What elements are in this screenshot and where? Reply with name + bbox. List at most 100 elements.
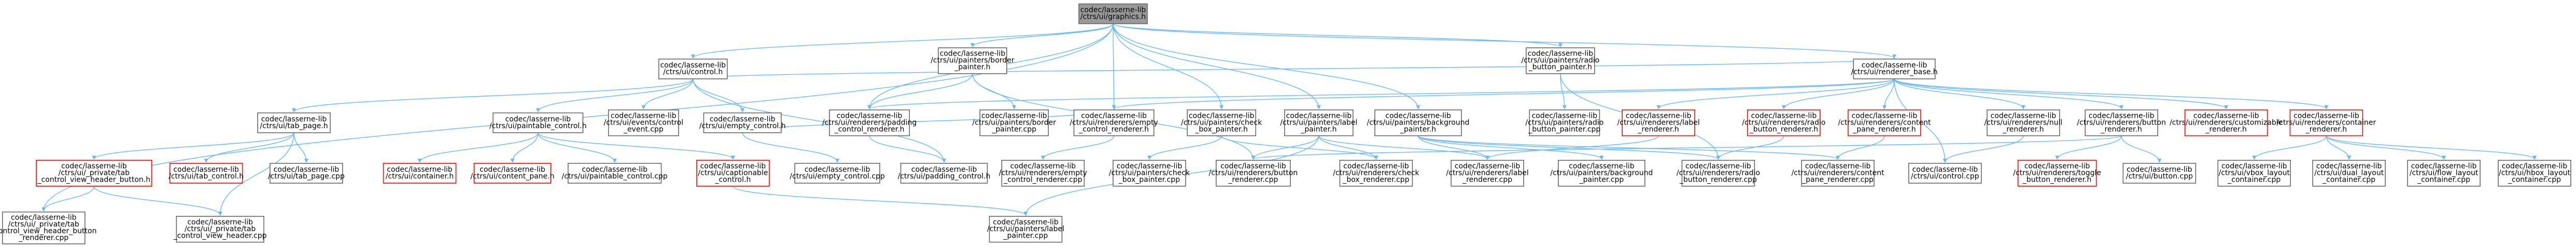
node-renderers-empty-control-renderer-cpp[interactable]: codec/lasserne-lib/ctrs/ui/renderers/emp…	[999, 160, 1087, 187]
node-label-line: /ctrs/ui/dual_layout	[2314, 169, 2384, 177]
node-label-line: _renderer.cpp	[18, 234, 68, 242]
node-label-line: codec/lasserne-lib	[61, 162, 127, 170]
node-painters-check-box-painter-h[interactable]: codec/lasserne-lib/ctrs/ui/painters/chec…	[1181, 109, 1262, 136]
node-renderers-label-renderer-cpp[interactable]: codec/lasserne-lib/ctrs/ui/renderers/lab…	[1446, 160, 1529, 187]
node-painters-background-painter-cpp[interactable]: codec/lasserne-lib/ctrs/ui/painters/back…	[1550, 160, 1653, 187]
node-renderers-content-pane-renderer-h[interactable]: codec/lasserne-lib/ctrs/ui/renderers/con…	[1838, 109, 1931, 136]
node-border-painter-h[interactable]: codec/lasserne-lib/ctrs/ui/painters/bord…	[931, 47, 1015, 74]
node-label-line: codec/lasserne-lib	[274, 166, 340, 174]
edge-root-to-painters_label_painter_h	[1113, 23, 1321, 109]
node-private-tab-control-view-header-button-renderer-cpp[interactable]: codec/lasserne-lib/ctrs/ui/_private/tab_…	[0, 211, 96, 244]
node-painters-label-painter-cpp[interactable]: codec/lasserne-lib/ctrs/ui/painters/labe…	[987, 216, 1064, 243]
node-renderers-radio-button-renderer-h[interactable]: codec/lasserne-lib/ctrs/ui/renderers/rad…	[1742, 109, 1825, 136]
node-renderers-check-box-renderer-cpp[interactable]: codec/lasserne-lib/ctrs/ui/renderers/che…	[1333, 160, 1420, 187]
node-box	[900, 162, 988, 184]
node-content-pane-h[interactable]: codec/lasserne-lib/ctrs/ui/content_pane.…	[470, 162, 554, 184]
node-box	[1284, 109, 1354, 136]
node-label-line: /ctrs/ui/paintable_control.h	[489, 122, 587, 130]
node-label-line: codec/lasserne-lib	[837, 112, 903, 120]
edge-border_painter_h-to-renderers_padding_control_renderer_h	[867, 73, 973, 109]
node-label-line: _control_view_header_button.h	[37, 175, 151, 184]
node-renderers-container-renderer-h[interactable]: codec/lasserne-lib/ctrs/ui/renderers/con…	[2277, 109, 2376, 136]
node-button-cpp[interactable]: codec/lasserne-lib/ctrs/ui/button.cpp	[2122, 162, 2197, 184]
node-empty-control-cpp[interactable]: codec/lasserne-lib/ctrs/ui/empty_control…	[790, 162, 885, 184]
edge-private_tab_control_view_header_button_h-to-private_tab_control_view_header_button_renderer_cpp	[41, 186, 95, 212]
node-painters-radio-button-painter-cpp[interactable]: codec/lasserne-lib/ctrs/ui/painters/radi…	[1525, 109, 1603, 136]
node-padding-control-h[interactable]: codec/lasserne-lib/ctrs/ui/padding_contr…	[898, 162, 991, 184]
node-label-line: codec/lasserne-lib	[2502, 162, 2568, 170]
node-painters-label-painter-h[interactable]: codec/lasserne-lib/ctrs/ui/painters/labe…	[1280, 109, 1357, 136]
node-control-h[interactable]: codec/lasserne-lib/ctrs/ui/control.h	[658, 58, 728, 79]
node-tab-control-h[interactable]: codec/lasserne-lib/ctrs/ui/tab_control.h	[168, 162, 244, 184]
node-renderer-base-h[interactable]: codec/lasserne-lib/ctrs/ui/renderer_base…	[1851, 58, 1938, 79]
node-control-cpp[interactable]: codec/lasserne-lib/ctrs/ui/control.cpp	[1908, 162, 1982, 184]
node-renderers-content-pane-renderer-cpp[interactable]: codec/lasserne-lib/ctrs/ui/renderers/con…	[1792, 160, 1885, 187]
node-vbox-layout-container-cpp[interactable]: codec/lasserne-lib/ctrs/ui/vbox_layout_c…	[2217, 160, 2291, 187]
edge-tab_page_h-to-tab_control_h	[204, 132, 294, 163]
node-label-line: /ctrs/ui/empty_control.h	[699, 122, 786, 130]
node-label-line: /ctrs/ui/renderers/null	[1984, 118, 2062, 127]
node-flow-layout-container-cpp[interactable]: codec/lasserne-lib/ctrs/ui/flow_layout_c…	[2407, 160, 2481, 187]
node-renderers-button-renderer-cpp[interactable]: codec/lasserne-lib/ctrs/ui/renderers/but…	[1209, 160, 1298, 187]
node-hbox-layout-container-cpp[interactable]: codec/lasserne-lib/ctrs/ui/hbox_layout_c…	[2498, 160, 2571, 187]
node-radio-button-painter-h[interactable]: codec/lasserne-lib/ctrs/ui/painters/radi…	[1521, 47, 1599, 74]
edge-paintable_control_h-to-container_h	[417, 132, 539, 163]
node-captionable-control-h[interactable]: codec/lasserne-lib/ctrs/ui/captionable_c…	[696, 160, 770, 187]
node-painters-background-painter-h[interactable]: codec/lasserne-lib/ctrs/ui/painters/back…	[1367, 109, 1470, 136]
node-renderers-toggle-button-renderer-h[interactable]: codec/lasserne-lib/ctrs/ui/renderers/tog…	[2013, 160, 2101, 187]
node-private-tab-control-view-header-button-h[interactable]: codec/lasserne-lib/ctrs/ui/_private/tab_…	[36, 160, 152, 187]
node-label-line: /ctrs/ui/renderers/customizable	[2170, 118, 2283, 127]
node-label-line: /ctrs/ui/control.cpp	[1911, 172, 1979, 181]
node-box	[2407, 160, 2481, 187]
node-box	[1451, 160, 1524, 187]
node-label-line: codec/lasserne-lib	[1117, 162, 1183, 170]
node-label-line: codec/lasserne-lib	[993, 218, 1059, 226]
node-painters-border-painter-cpp[interactable]: codec/lasserne-lib/ctrs/ui/painters/bord…	[973, 109, 1057, 136]
node-paintable-control-cpp[interactable]: codec/lasserne-lib/ctrs/ui/paintable_con…	[562, 162, 668, 184]
node-box	[2312, 160, 2386, 187]
node-renderers-button-renderer-h[interactable]: codec/lasserne-lib/ctrs/ui/renderers/but…	[2077, 109, 2166, 136]
edge-painters_label_painter_h-to-renderers_check_box_renderer_cpp	[1318, 135, 1378, 160]
node-tab-page-h[interactable]: codec/lasserne-lib/ctrs/ui/tab_page.h	[257, 112, 331, 133]
node-label-line: codec/lasserne-lib	[1010, 162, 1076, 170]
node-painters-check-box-painter-cpp[interactable]: codec/lasserne-lib/ctrs/ui/painters/chec…	[1109, 160, 1190, 187]
node-label-line: _painter.cpp	[991, 125, 1036, 133]
node-renderers-customizable-renderer-h[interactable]: codec/lasserne-lib/ctrs/ui/renderers/cus…	[2170, 109, 2283, 136]
node-label-line: /ctrs/ui/painters/border	[931, 57, 1015, 65]
node-box	[2217, 160, 2291, 187]
node-label-line: codec/lasserne-lib	[1343, 162, 1409, 170]
node-renderers-empty-control-renderer-h[interactable]: codec/lasserne-lib/ctrs/ui/renderers/emp…	[1070, 109, 1158, 136]
node-renderers-null-renderer-h[interactable]: codec/lasserne-lib/ctrs/ui/renderers/nul…	[1984, 109, 2062, 136]
edge-private_tab_control_view_header_button_h-to-private_tab_control_view_header_cpp	[93, 186, 222, 216]
node-label-line: /ctrs/ui/_private/tab	[59, 169, 130, 177]
node-box	[2122, 162, 2197, 184]
node-events-control-event-cpp[interactable]: codec/lasserne-lib/ctrs/ui/events/contro…	[604, 109, 684, 136]
node-label-line: codec/lasserne-lib	[480, 166, 545, 174]
node-label-line: /ctrs/ui/painters/border	[973, 118, 1057, 127]
node-renderers-padding-control-renderer-h[interactable]: codec/lasserne-lib/ctrs/ui/renderers/pad…	[822, 109, 917, 136]
node-paintable-control-h[interactable]: codec/lasserne-lib/ctrs/ui/paintable_con…	[489, 112, 587, 133]
edge-renderer_base_h-to-renderers_label_renderer_h	[1656, 78, 1895, 109]
node-label-line: /ctrs/ui/events/control	[604, 118, 684, 127]
node-renderers-label-renderer-h[interactable]: codec/lasserne-lib/ctrs/ui/renderers/lab…	[1617, 109, 1700, 136]
node-container-h[interactable]: codec/lasserne-lib/ctrs/ui/container.h	[383, 162, 457, 184]
node-label-line: /ctrs/ui/flow_layout	[2410, 169, 2479, 177]
node-label-line: codec/lasserne-lib	[187, 218, 253, 226]
node-private-tab-control-view-header-cpp[interactable]: codec/lasserne-lib/ctrs/ui/_private/tab_…	[173, 216, 267, 243]
node-label-line: /ctrs/ui/button.cpp	[2126, 172, 2193, 181]
node-tab-page-cpp[interactable]: codec/lasserne-lib/ctrs/ui/tab_page.cpp	[268, 162, 345, 184]
node-label-line: codec/lasserne-lib	[710, 115, 776, 124]
node-label-line: codec/lasserne-lib	[1532, 112, 1598, 120]
node-dual-layout-container-cpp[interactable]: codec/lasserne-lib/ctrs/ui/dual_layout_c…	[2312, 160, 2386, 187]
node-label-line: /ctrs/ui/painters/check	[1109, 169, 1190, 177]
node-empty-control-h[interactable]: codec/lasserne-lib/ctrs/ui/empty_control…	[699, 112, 786, 133]
node-label-line: codec/lasserne-lib	[1528, 50, 1594, 58]
node-renderers-radio-button-renderer-cpp[interactable]: codec/lasserne-lib/ctrs/ui/renderers/rad…	[1677, 160, 1760, 187]
node-label-line: /ctrs/ui/renderers/check	[1333, 169, 1419, 177]
node-box	[1681, 160, 1755, 187]
node-label-line: _renderer.cpp	[1228, 175, 1278, 184]
node-label-line: codec/lasserne-lib	[2127, 166, 2192, 174]
node-box	[1908, 162, 1982, 184]
node-label-line: _container.cpp	[2417, 175, 2470, 184]
node-root[interactable]: codec/lasserne-lib/ctrs/ui/graphics.h	[1078, 3, 1148, 24]
